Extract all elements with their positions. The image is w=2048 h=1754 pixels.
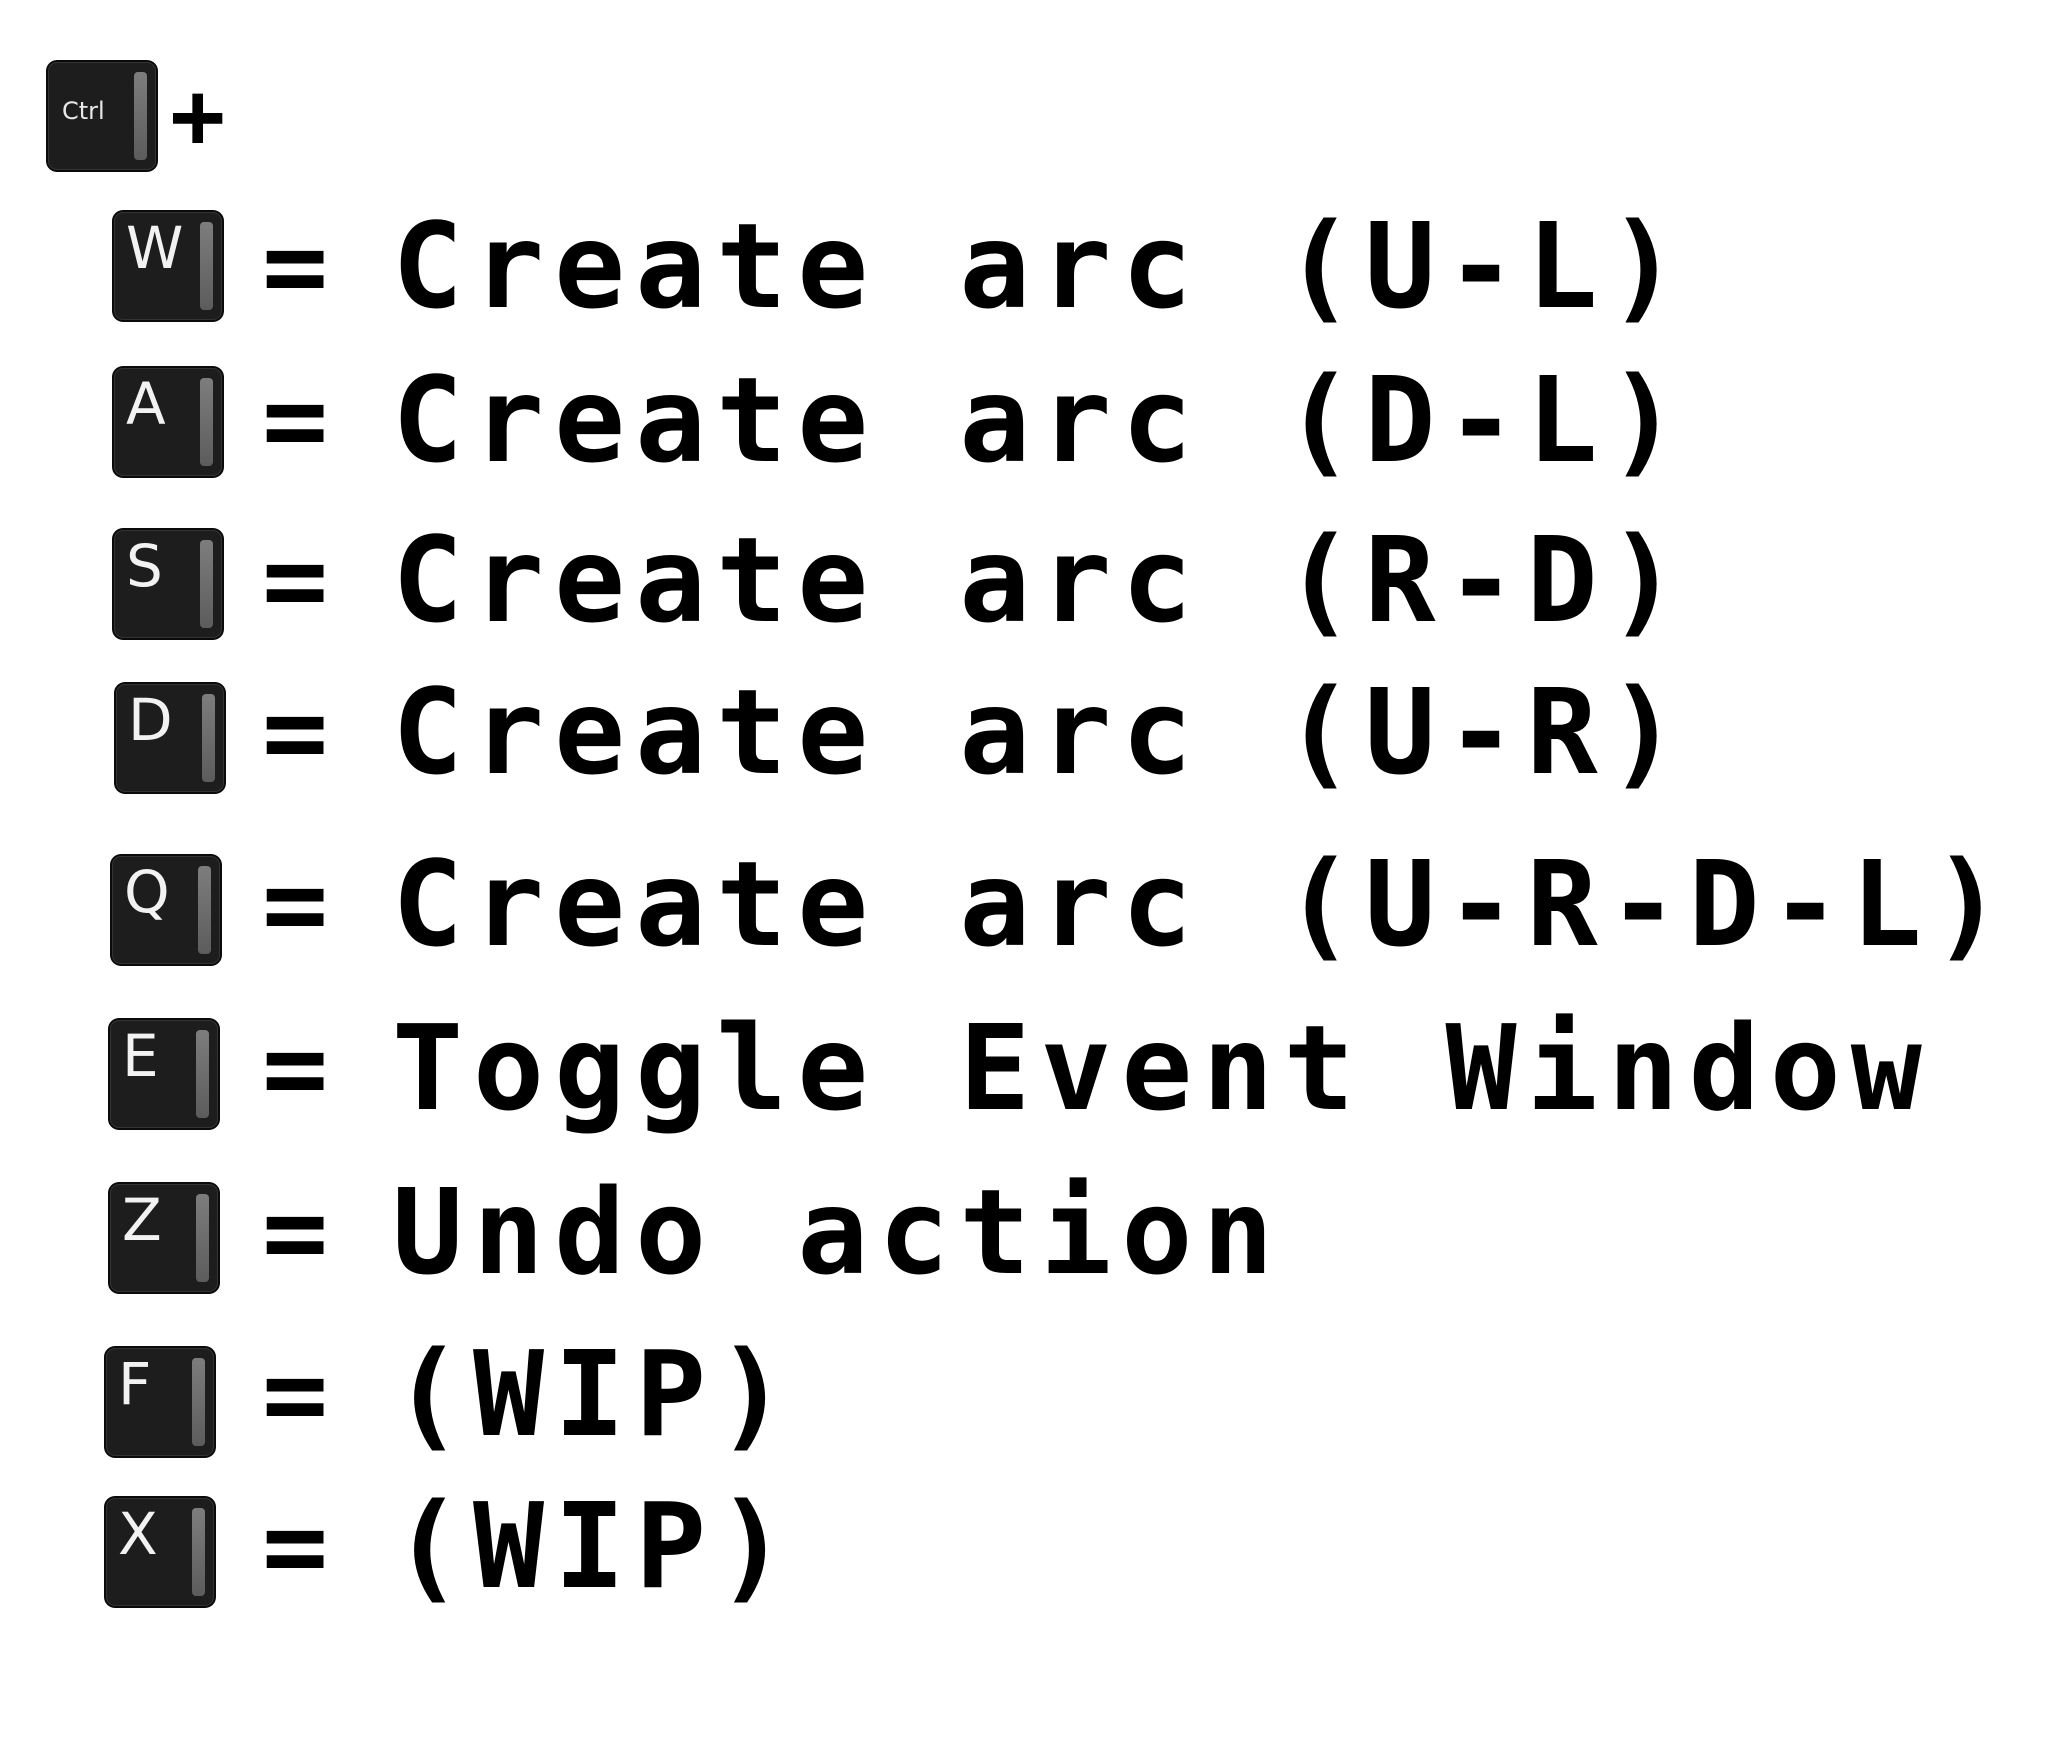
equals-sign: = [262,1168,329,1296]
key-edge [134,72,147,160]
equals-sign: = [262,1004,329,1132]
d-key-icon: D [116,684,224,792]
shortcut-description: Create arc (U-L) [392,197,1689,335]
equals-sign: = [262,1482,329,1610]
key-label: W [126,214,184,282]
equals-sign: = [262,356,329,484]
key-label: Z [122,1186,162,1254]
equals-sign: = [262,840,329,968]
key-edge [202,694,215,782]
key-edge [196,1194,209,1282]
key-edge [198,866,211,954]
key-edge [200,378,213,466]
key-edge [192,1358,205,1446]
key-label: A [126,370,166,438]
key-label: F [118,1350,152,1418]
equals-sign: = [262,202,329,330]
shortcut-description: Undo action [392,1163,1284,1301]
key-edge [200,222,213,310]
shortcut-description: (WIP) [392,1477,798,1615]
ctrl-key-icon: Ctrl [48,62,156,170]
key-label: Q [124,858,170,926]
plus-sign: + [170,62,226,169]
f-key-icon: F [106,1348,214,1456]
x-key-icon: X [106,1498,214,1606]
shortcut-description: (WIP) [392,1325,798,1463]
shortcut-description: Create arc (D-L) [392,351,1689,489]
shortcut-description: Create arc (U-R-D-L) [392,835,2013,973]
w-key-icon: W [114,212,222,320]
key-label: X [118,1500,158,1568]
key-edge [192,1508,205,1596]
equals-sign: = [262,1330,329,1458]
a-key-icon: A [114,368,222,476]
key-label: S [126,532,163,600]
z-key-icon: Z [110,1184,218,1292]
shortcut-description: Toggle Event Window [392,999,1932,1137]
ctrl-key-label: Ctrl [62,97,105,125]
equals-sign: = [262,516,329,644]
key-label: E [122,1022,159,1090]
e-key-icon: E [110,1020,218,1128]
key-edge [200,540,213,628]
key-label: D [128,686,173,754]
s-key-icon: S [114,530,222,638]
shortcut-description: Create arc (U-R) [392,663,1689,801]
key-edge [196,1030,209,1118]
q-key-icon: Q [112,856,220,964]
equals-sign: = [262,668,329,796]
shortcut-description: Create arc (R-D) [392,511,1689,649]
